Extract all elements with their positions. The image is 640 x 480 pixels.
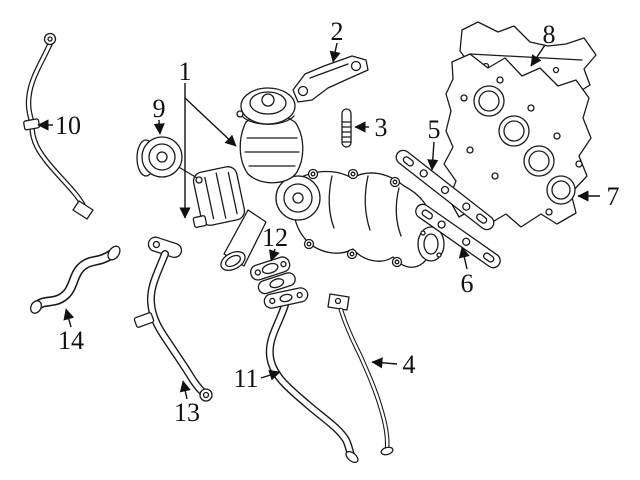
- callout-8: 8: [530, 20, 556, 67]
- leader-line-8: [530, 44, 546, 67]
- part-number-label-7: 7: [607, 182, 620, 211]
- callout-9: 9: [153, 94, 166, 135]
- callout-7: 7: [577, 182, 620, 211]
- part-number-label-8: 8: [543, 20, 556, 49]
- part-number-label-1: 1: [179, 57, 192, 86]
- callout-1: 1: [179, 57, 237, 219]
- leader-line-4: [371, 357, 398, 369]
- callout-13: 13: [174, 380, 200, 427]
- part-number-label-6: 6: [461, 269, 474, 298]
- part-6-gasket-strip-lower: [415, 203, 501, 269]
- part-number-label-2: 2: [331, 17, 344, 46]
- callout-12: 12: [262, 223, 288, 262]
- callout-4: 4: [371, 350, 416, 379]
- part-12-oil-drain-gasket: [249, 256, 296, 295]
- part-4-coolant-pipe: [327, 293, 394, 456]
- diagram-line-art: [23, 21, 597, 464]
- leader-line-5: [427, 141, 439, 171]
- part-11-oil-return-pipe: [263, 287, 359, 464]
- part-5-gasket-strip-upper: [395, 149, 495, 231]
- leader-line-6: [458, 246, 470, 270]
- leader-line-2: [329, 42, 341, 63]
- callout-3: 3: [354, 113, 388, 142]
- callout-2: 2: [329, 17, 344, 63]
- leader-line-14: [63, 308, 75, 328]
- leader-line-13: [179, 380, 191, 400]
- callout-5: 5: [427, 115, 441, 171]
- callout-6: 6: [458, 246, 474, 298]
- part-number-label-13: 13: [174, 398, 200, 427]
- part-9-wastegate-actuator: [136, 136, 203, 184]
- part-number-label-4: 4: [403, 350, 416, 379]
- part-1-turbocharger-assembly: [192, 87, 445, 271]
- callout-10: 10: [37, 111, 81, 140]
- part-14-hose: [29, 245, 121, 314]
- part-2-support-bracket: [292, 55, 369, 103]
- leader-line-11: [260, 369, 281, 381]
- callout-14: 14: [58, 308, 84, 355]
- leader-line-1: [184, 83, 237, 147]
- callout-11: 11: [233, 364, 281, 393]
- part-number-label-14: 14: [58, 326, 84, 355]
- leader-line-12: [269, 248, 280, 262]
- part-number-label-3: 3: [375, 113, 388, 142]
- part-number-label-12: 12: [262, 223, 288, 252]
- part-number-label-9: 9: [153, 94, 166, 123]
- part-number-label-11: 11: [233, 364, 258, 393]
- part-7-manifold-gasket: [443, 53, 592, 228]
- leader-line-9: [153, 119, 165, 135]
- part-number-label-5: 5: [428, 115, 441, 144]
- part-number-label-10: 10: [55, 111, 81, 140]
- part-3-stud: [341, 108, 352, 148]
- part-13-coolant-return-pipe: [133, 236, 213, 402]
